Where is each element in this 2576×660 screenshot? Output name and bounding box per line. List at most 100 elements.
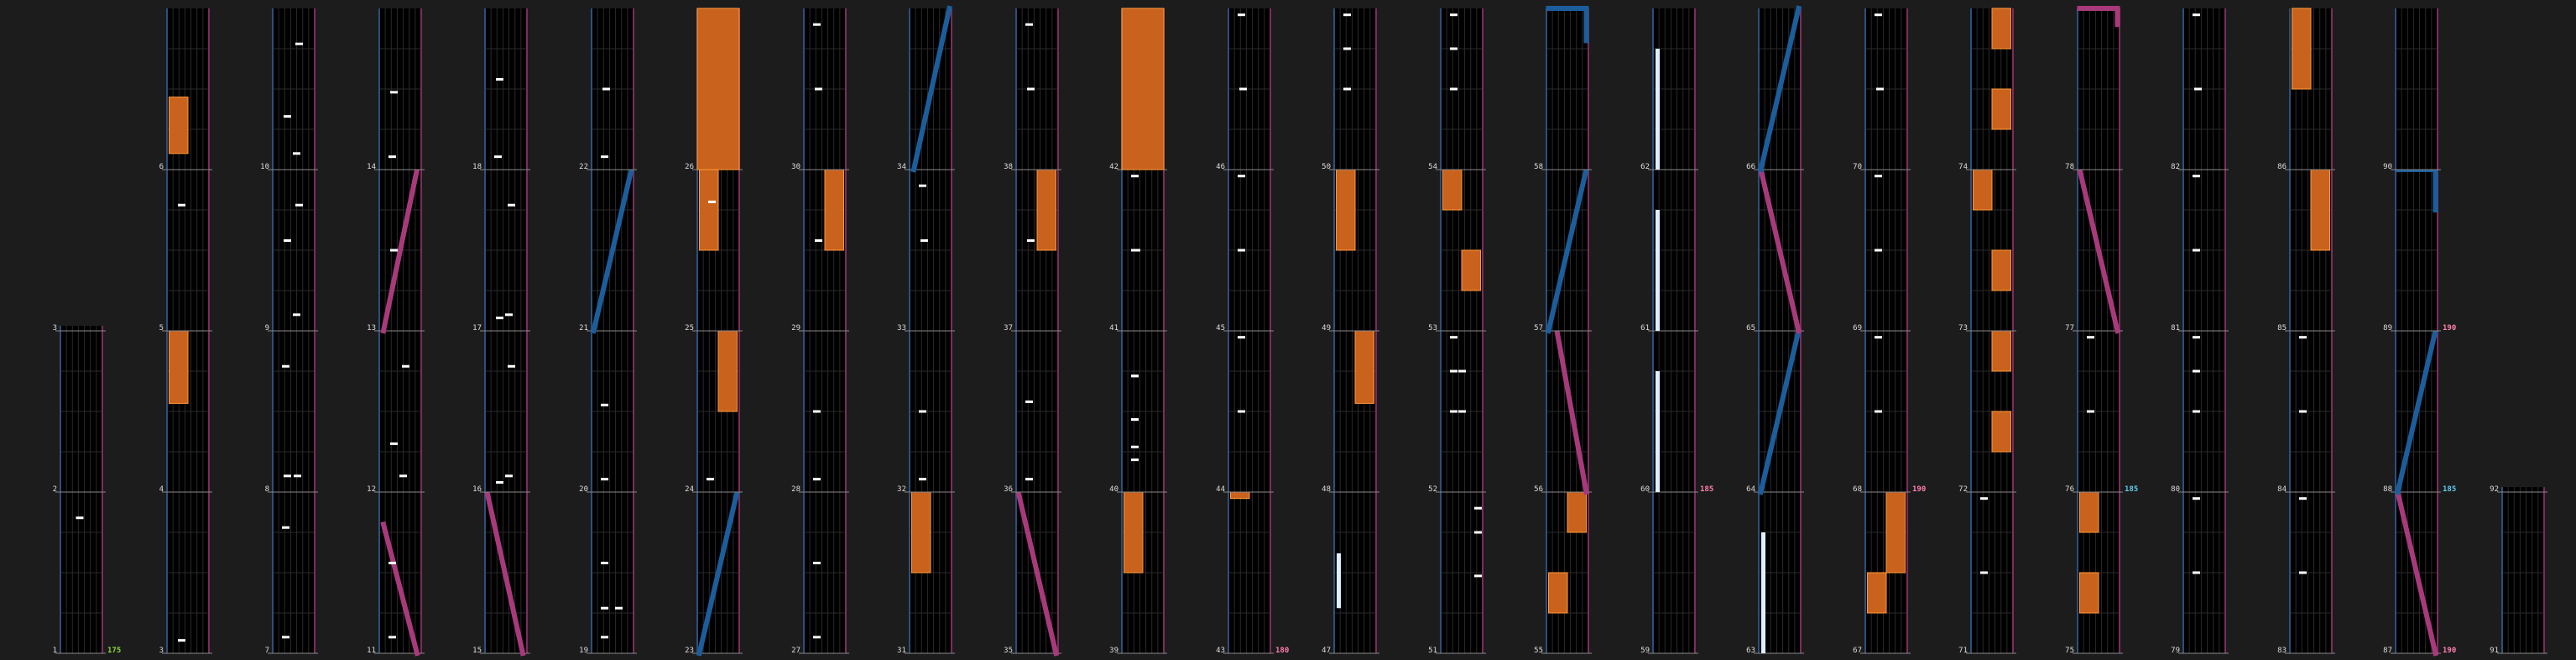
note (1238, 249, 1245, 252)
measure-number: 87 (2383, 647, 2392, 655)
measure: 56 (1534, 327, 1592, 495)
measure-number: 65 (1746, 324, 1755, 333)
measure-number: 42 (1109, 163, 1119, 171)
measure-number: 81 (2171, 324, 2180, 333)
note (2193, 175, 2200, 178)
note (1875, 249, 1882, 252)
note (1027, 238, 1035, 242)
measure-number: 69 (1853, 324, 1862, 333)
measure: 65 (1746, 166, 1804, 334)
measure: 80 (2171, 331, 2229, 494)
measure: 76 185 (2065, 331, 2138, 494)
note (2193, 336, 2200, 339)
bpm-change-label: 190 (2443, 647, 2456, 655)
note (615, 606, 623, 610)
note (2193, 410, 2200, 413)
measure: 52 (1428, 331, 1486, 494)
measure-number: 31 (897, 647, 906, 655)
measure-number: 91 (2490, 647, 2499, 655)
measure-number: 90 (2383, 163, 2392, 171)
scratch-note (696, 489, 741, 657)
measure: 61 (1640, 170, 1698, 333)
measure: 58 (1534, 6, 1592, 171)
bpm-change-label: 185 (2125, 485, 2138, 494)
measure: 26 (685, 8, 743, 171)
note (1450, 410, 1457, 413)
note (388, 561, 396, 564)
measure-number: 59 (1640, 647, 1650, 655)
measure: 4 (159, 330, 212, 494)
measure-number: 46 (1216, 163, 1225, 171)
note (919, 410, 926, 413)
note (1474, 531, 1482, 534)
note (1131, 375, 1139, 378)
measure-number: 60 (1640, 485, 1650, 494)
long-note (1442, 169, 1463, 211)
measure: 79 (2171, 492, 2229, 655)
note (1458, 369, 1466, 373)
measure: 83 (2277, 492, 2335, 655)
note (1133, 249, 1140, 252)
measure: 78 (2065, 6, 2123, 171)
freeze-note (1656, 371, 1660, 492)
measure: 8 (265, 331, 318, 494)
scratch-note (910, 5, 953, 173)
measure-number: 76 (2065, 485, 2074, 494)
measure-number: 10 (260, 163, 269, 171)
note (2299, 497, 2307, 500)
note (2194, 87, 2202, 91)
measure-number: 55 (1534, 647, 1543, 655)
measure-number: 84 (2277, 485, 2287, 494)
measure: 2 (53, 331, 106, 494)
measure-number: 29 (791, 324, 800, 333)
measure: 74 (1958, 8, 2016, 171)
measure-lane (2502, 487, 2544, 492)
scratch-note (2394, 489, 2439, 657)
note (295, 42, 303, 45)
note (2193, 497, 2200, 500)
measure-number: 80 (2171, 485, 2180, 494)
measure-number: 61 (1640, 324, 1650, 333)
measure-number: 27 (791, 647, 800, 655)
measure: 47 (1322, 492, 1379, 655)
measure-number: 79 (2171, 647, 2180, 655)
measure: 14 (367, 8, 425, 171)
note (1450, 369, 1457, 373)
note (2087, 410, 2094, 413)
note (178, 203, 185, 207)
measure-number: 32 (897, 485, 906, 494)
measure: 55 (1534, 491, 1592, 655)
note (388, 155, 396, 159)
measure: 46 (1216, 8, 1274, 171)
note (1875, 336, 1882, 339)
note (1980, 571, 1988, 574)
measure: 6 (159, 8, 212, 171)
measure: 92 (2490, 485, 2547, 494)
measure: 75 (2065, 491, 2123, 655)
measure-number: 43 (1216, 647, 1225, 655)
note (1131, 418, 1139, 422)
measure: 7 (265, 492, 318, 655)
scratch-note (2394, 327, 2439, 495)
measure-number: 12 (367, 485, 376, 494)
measure: 22 (579, 8, 637, 171)
long-note (1973, 169, 1993, 211)
measure-number: 88 (2383, 485, 2392, 494)
note (293, 152, 300, 155)
measure: 86 (2277, 8, 2335, 171)
note (496, 480, 503, 484)
note (1238, 336, 1245, 339)
note (815, 87, 822, 91)
measure: 32 (897, 331, 955, 494)
note (1343, 47, 1351, 50)
bpm-change-label: 175 (107, 647, 121, 655)
long-note (169, 97, 189, 155)
measure-number: 57 (1534, 324, 1543, 333)
measure-number: 70 (1853, 163, 1862, 171)
